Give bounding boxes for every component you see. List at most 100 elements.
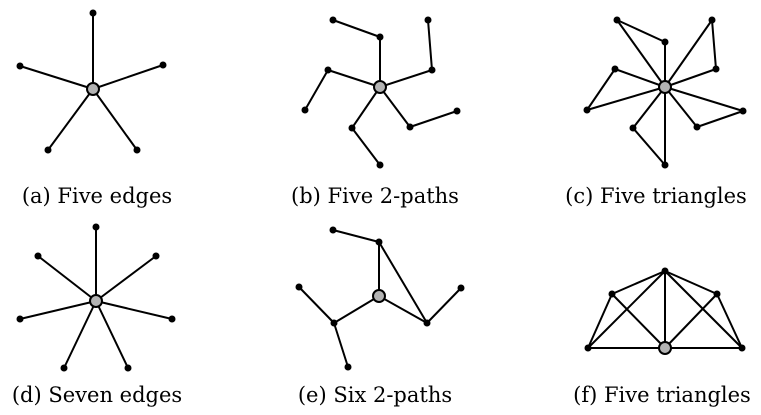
- graph-e-edge-6: [378, 295, 428, 324]
- graph-d-edge-1: [37, 255, 97, 302]
- graph-b-center-vertex: [373, 80, 387, 94]
- caption-f: (f) Five triangles: [573, 383, 751, 407]
- graph-c-edge-8: [586, 86, 666, 111]
- graph-d-edge-6: [95, 300, 129, 369]
- graph-c-vertex-7: [739, 107, 747, 115]
- graph-e-edge-7: [426, 287, 462, 324]
- graph-a-vertex-0: [89, 9, 97, 17]
- graph-f-vertex-2: [713, 290, 721, 298]
- graph-c-edge-9: [664, 86, 698, 128]
- graph-c-edge-3: [711, 19, 717, 70]
- graph-e-edge-5: [333, 322, 349, 368]
- graph-b-vertex-9: [376, 161, 384, 169]
- graph-a-center-vertex: [86, 82, 100, 96]
- graph-d-vertex-2: [152, 252, 160, 260]
- graph-e-vertex-2: [295, 283, 303, 291]
- graph-f-edge-3: [611, 293, 666, 349]
- graph-c-edge-12: [632, 86, 666, 129]
- graph-d-center-vertex: [89, 294, 103, 308]
- graph-c-edge-7: [586, 68, 616, 111]
- graph-d-vertex-1: [34, 252, 42, 260]
- graph-c-vertex-0: [613, 16, 621, 24]
- graph-a-vertex-4: [133, 146, 141, 154]
- graph-e-edge-2: [378, 241, 428, 324]
- graph-f-edge-2: [664, 270, 718, 295]
- graph-a-vertex-3: [44, 146, 52, 154]
- caption-a: (a) Five edges: [21, 184, 173, 208]
- graph-f-vertex-3: [584, 344, 592, 352]
- graph-b-edge-3: [379, 69, 433, 88]
- graph-c-vertex-5: [583, 106, 591, 114]
- graph-c-edge-0: [616, 19, 666, 43]
- graph-e-vertex-6: [457, 284, 465, 292]
- graph-c-vertex-1: [661, 38, 669, 46]
- graph-b-edge-6: [379, 86, 411, 128]
- graph-e-center-vertex: [372, 289, 386, 303]
- graph-f-edge-9: [587, 270, 666, 349]
- graph-d-vertex-6: [124, 364, 132, 372]
- graph-d-edge-3: [19, 300, 97, 320]
- graph-f-vertex-0: [661, 267, 669, 275]
- graph-e-edge-0: [332, 229, 380, 243]
- graph-d-vertex-4: [168, 315, 176, 323]
- graph-e-vertex-0: [329, 226, 337, 234]
- graph-c-edge-4: [664, 68, 717, 88]
- graph-b-edge-5: [304, 69, 329, 111]
- graph-e-vertex-4: [344, 363, 352, 371]
- graph-c-edge-10: [696, 110, 744, 128]
- graph-f-edge-1: [611, 270, 666, 295]
- graph-b-vertex-7: [453, 107, 461, 115]
- graph-c-vertex-9: [661, 161, 669, 169]
- caption-e: (e) Six 2-paths: [297, 383, 453, 407]
- graph-c-vertex-6: [693, 123, 701, 131]
- graph-c-edge-13: [632, 127, 666, 166]
- graph-e-vertex-5: [423, 319, 431, 327]
- graph-c-vertex-4: [611, 65, 619, 73]
- graph-e-edge-3: [298, 286, 335, 324]
- graph-d-edge-4: [95, 300, 173, 320]
- caption-c: (c) Five triangles: [565, 184, 747, 208]
- graph-f-edge-4: [664, 293, 718, 349]
- caption-d: (d) Seven edges: [11, 383, 183, 407]
- graph-b-vertex-1: [376, 33, 384, 41]
- graph-b-vertex-5: [301, 106, 309, 114]
- caption-b: (b) Five 2-paths: [291, 184, 459, 208]
- graph-e-vertex-1: [375, 238, 383, 246]
- graph-d-vertex-3: [16, 315, 24, 323]
- graph-b-vertex-3: [428, 66, 436, 74]
- graph-a-edge-1: [19, 65, 94, 90]
- graph-c-center-vertex: [658, 80, 672, 94]
- graph-f-vertex-1: [608, 290, 616, 298]
- graph-f-edge-10: [664, 270, 743, 349]
- graph-a-edge-3: [47, 88, 94, 151]
- graph-b-vertex-4: [324, 66, 332, 74]
- graph-c-edge-5: [664, 19, 713, 88]
- graph-e-edge-4: [333, 295, 380, 324]
- graph-b-vertex-0: [329, 16, 337, 24]
- graph-b-edge-0: [332, 19, 381, 38]
- graph-e-vertex-3: [330, 319, 338, 327]
- graph-a-edge-2: [92, 64, 164, 90]
- graph-f-vertex-4: [738, 344, 746, 352]
- graph-b-edge-9: [351, 127, 381, 166]
- graph-d-edge-5: [63, 300, 97, 369]
- graph-b-edge-7: [409, 110, 458, 128]
- graph-f-edge-5: [587, 293, 613, 349]
- graph-c-vertex-8: [629, 124, 637, 132]
- graph-d-edge-2: [95, 255, 157, 302]
- graph-a-edge-4: [92, 88, 138, 151]
- graph-b-edge-8: [351, 86, 381, 129]
- graph-d-vertex-5: [60, 364, 68, 372]
- graph-b-edge-2: [427, 19, 433, 71]
- graph-b-vertex-8: [348, 124, 356, 132]
- graph-a-vertex-2: [159, 61, 167, 69]
- graph-c-edge-11: [664, 86, 744, 112]
- graph-f-edge-7: [716, 293, 743, 349]
- graph-c-vertex-3: [712, 65, 720, 73]
- graph-c-vertex-2: [708, 16, 716, 24]
- graph-b-vertex-6: [406, 123, 414, 131]
- graph-c-edge-2: [616, 19, 666, 88]
- graph-f-center-vertex: [658, 341, 672, 355]
- graph-c-edge-6: [614, 68, 666, 88]
